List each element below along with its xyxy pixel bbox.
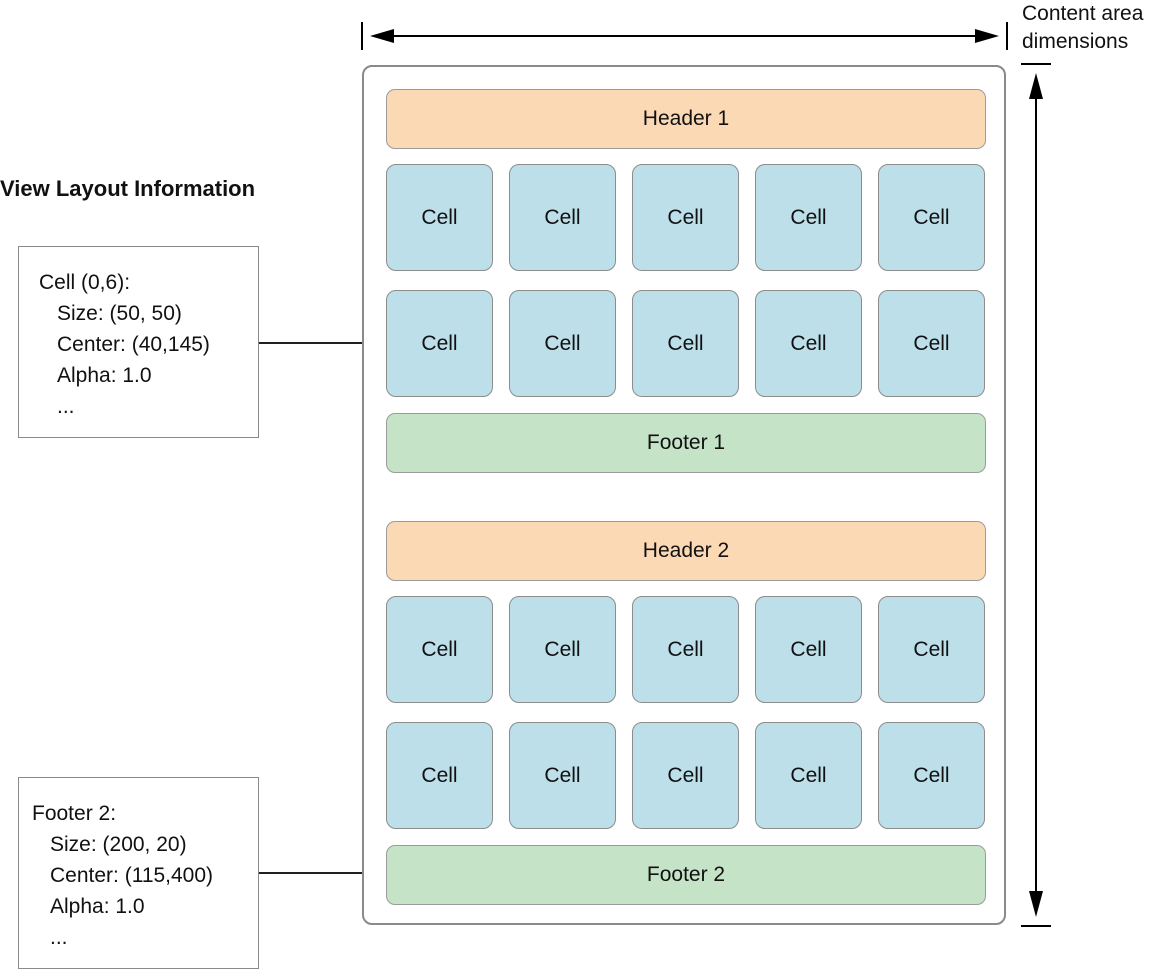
cell: Cell — [509, 596, 616, 703]
cell: Cell — [632, 722, 739, 829]
cell: Cell — [755, 290, 862, 397]
footer-info-center: Center: (115,400) — [50, 864, 214, 887]
cell: Cell — [632, 290, 739, 397]
footer-info-title: Footer 2: — [32, 802, 117, 825]
header-1: Header 1 — [386, 89, 986, 149]
content-area: Header 1 Cell Cell Cell Cell Cell Cell C… — [362, 65, 1006, 925]
cell: Cell — [509, 722, 616, 829]
section-title: View Layout Information — [0, 176, 256, 201]
width-arrowhead-left — [370, 29, 394, 43]
cell: Cell — [878, 164, 985, 271]
cell-info-ellipsis: ... — [57, 395, 75, 418]
cell: Cell — [878, 722, 985, 829]
dimensions-label-line-2: dimensions — [1022, 30, 1129, 53]
cell-info-title: Cell (0,6): — [39, 271, 131, 294]
cell-info-alpha: Alpha: 1.0 — [57, 364, 152, 387]
dimensions-label-line-1: Content area — [1022, 2, 1144, 25]
cell: Cell — [386, 722, 493, 829]
cell: Cell — [509, 164, 616, 271]
footer-info-alpha: Alpha: 1.0 — [50, 895, 145, 918]
height-arrowhead-bottom — [1029, 891, 1043, 917]
cell: Cell — [632, 596, 739, 703]
footer-info-size: Size: (200, 20) — [50, 833, 187, 856]
width-arrowhead-right — [975, 29, 999, 43]
cell: Cell — [878, 596, 985, 703]
cell-info-size: Size: (50, 50) — [57, 302, 182, 325]
dimensions-label: Content area dimensions — [1022, 0, 1143, 56]
cell-0-6: Cell — [386, 290, 493, 397]
cell: Cell — [755, 596, 862, 703]
cell: Cell — [755, 164, 862, 271]
cell: Cell — [386, 164, 493, 271]
height-arrowhead-top — [1029, 73, 1043, 99]
footer-info-box: Footer 2: Size: (200, 20) Center: (115,4… — [18, 777, 259, 969]
cell-info-box: Cell (0,6): Size: (50, 50) Center: (40,1… — [18, 246, 259, 438]
cell: Cell — [386, 596, 493, 703]
cell: Cell — [509, 290, 616, 397]
footer-2: Footer 2 — [386, 845, 986, 905]
footer-info-ellipsis: ... — [50, 926, 68, 949]
header-2: Header 2 — [386, 521, 986, 581]
cell-info-center: Center: (40,145) — [57, 333, 210, 356]
footer-1: Footer 1 — [386, 413, 986, 473]
cell: Cell — [878, 290, 985, 397]
cell: Cell — [755, 722, 862, 829]
cell: Cell — [632, 164, 739, 271]
